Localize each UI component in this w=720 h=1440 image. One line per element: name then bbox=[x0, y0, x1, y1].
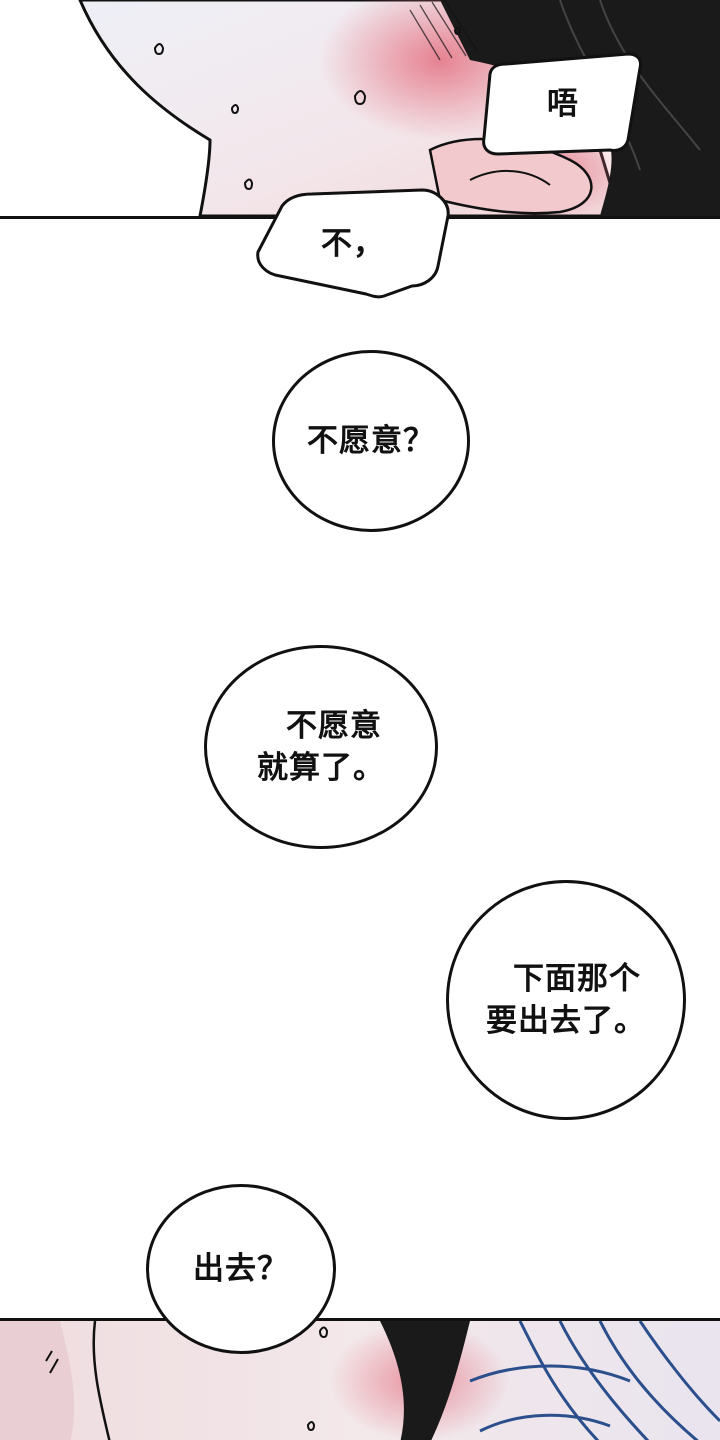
bottom-panel bbox=[0, 1318, 720, 1440]
eye-illustration bbox=[469, 1321, 720, 1440]
bubble-text-chuqu-question: 出去？ bbox=[193, 1251, 289, 1287]
bubble-text-wu: 唔 bbox=[547, 86, 579, 122]
face-illustration bbox=[0, 0, 720, 216]
hair-illustration bbox=[440, 0, 720, 216]
speech-bubble-buyuanyi-question: 不愿意？ bbox=[272, 350, 470, 532]
bubble-text-line-2: 要出去了。 bbox=[486, 1003, 646, 1039]
bubble-text-bu: 不， bbox=[321, 226, 385, 262]
speech-bubble-buyuanyi-forget-it: 不愿意 就算了。 bbox=[204, 645, 438, 849]
bubble-text-line-1: 下面那个 bbox=[513, 961, 641, 997]
speech-bubble-xiamian: 下面那个 要出去了。 bbox=[446, 880, 686, 1120]
speech-bubble-wu: 唔 bbox=[478, 50, 648, 158]
bubble-text-line-1: 不愿意 bbox=[286, 708, 382, 744]
speech-bubble-bu: 不， bbox=[252, 186, 454, 302]
sweat-drop-icon bbox=[45, 1326, 329, 1432]
sweat-drop-icon bbox=[153, 26, 462, 191]
bubble-text-buyuanyi-question: 不愿意？ bbox=[307, 423, 435, 459]
bubble-text-line-2: 就算了。 bbox=[257, 750, 385, 786]
speech-bubble-chuqu-question: 出去？ bbox=[146, 1184, 336, 1354]
top-panel bbox=[0, 0, 720, 219]
face-illustration bbox=[0, 1321, 720, 1440]
